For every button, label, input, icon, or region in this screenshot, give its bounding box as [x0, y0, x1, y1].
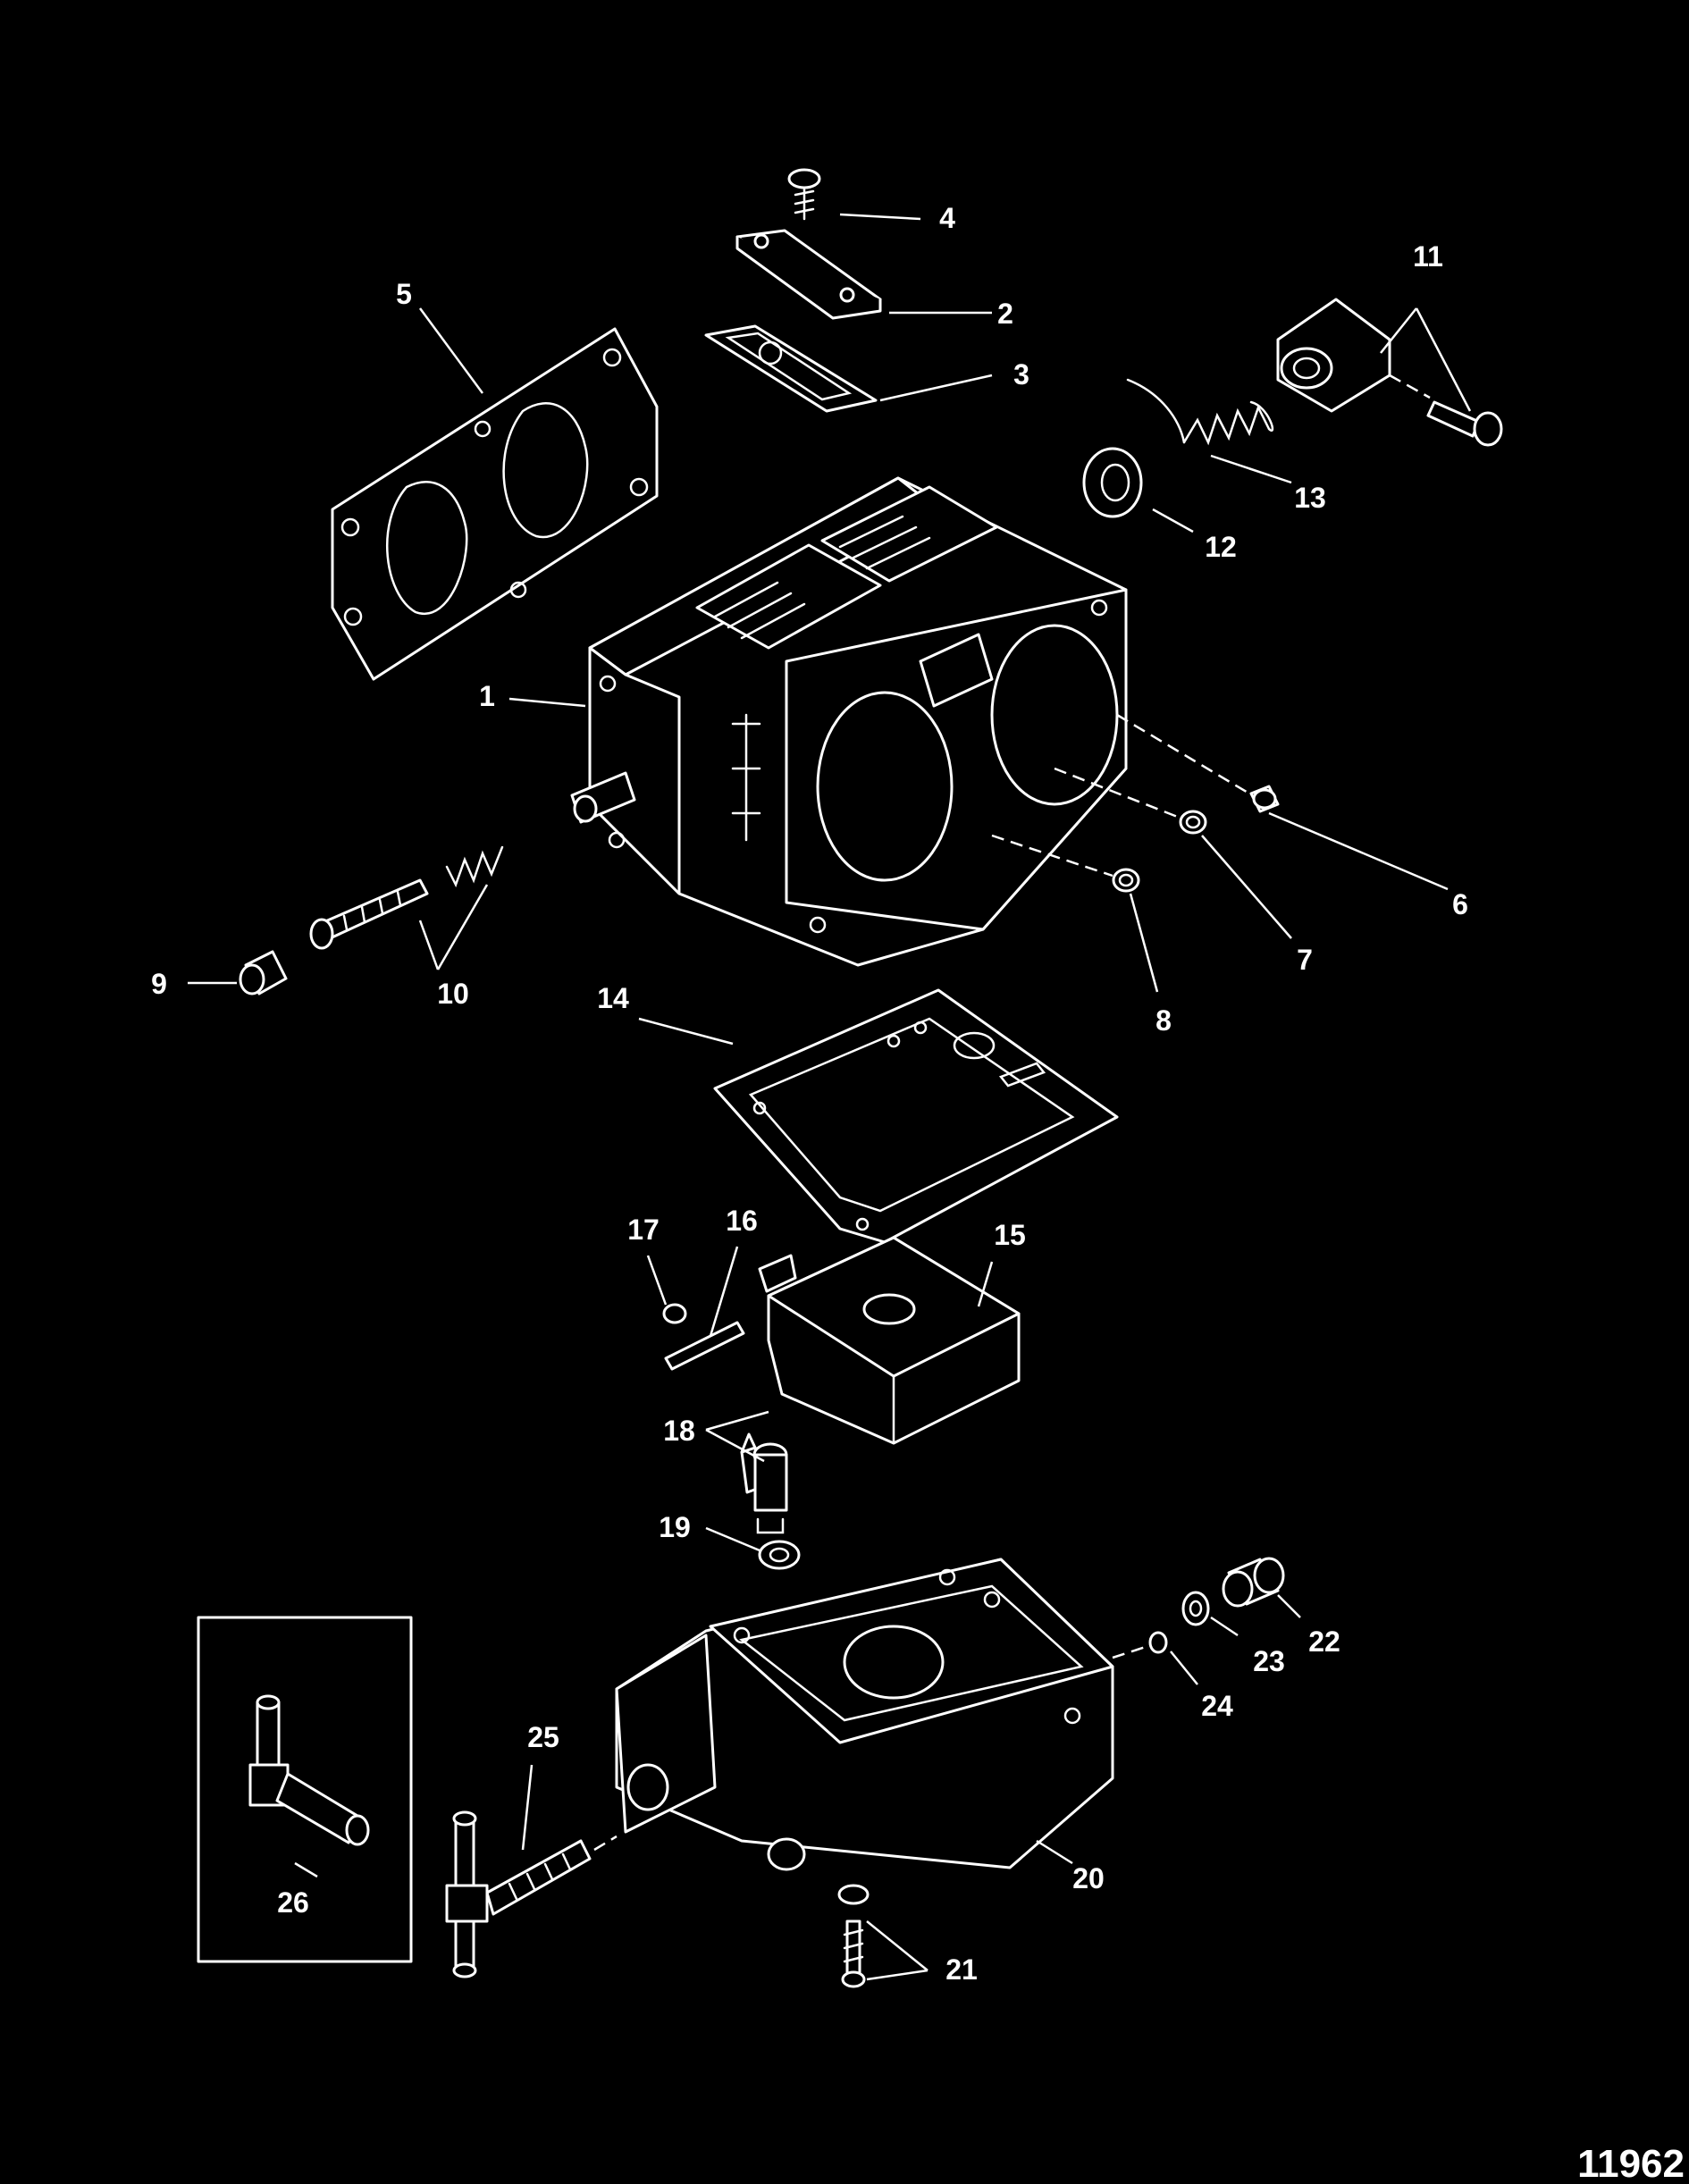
callout-16: 16 — [726, 1205, 758, 1237]
part-fuel-inlet-fitting — [445, 1810, 618, 1978]
part-carburetor-body — [570, 476, 1128, 967]
part-fuel-inlet-elbow — [248, 1694, 370, 1846]
part-jet-7 — [1179, 810, 1207, 835]
part-drain-plug — [1222, 1557, 1285, 1608]
part-bowl-gasket — [713, 988, 1119, 1244]
callout-22: 22 — [1308, 1625, 1340, 1658]
figure-id: 11962 — [1577, 2142, 1685, 2184]
part-idle-screw — [309, 845, 504, 950]
callout-11: 11 — [1413, 240, 1443, 273]
callout-21: 21 — [945, 1953, 978, 1986]
callout-13: 13 — [1294, 482, 1326, 514]
callout-6: 6 — [1452, 888, 1468, 920]
callout-15: 15 — [994, 1219, 1026, 1251]
part-spring — [1126, 378, 1274, 446]
part-screw-and-washer — [837, 1884, 870, 1988]
part-jet-8 — [1112, 868, 1140, 893]
part-adjusting-screw-cap — [239, 950, 288, 995]
part-cover-gasket — [704, 324, 878, 413]
callout-19: 19 — [659, 1511, 691, 1543]
callout-2: 2 — [997, 298, 1013, 330]
callout-9: 9 — [151, 968, 167, 1000]
leader-lines — [188, 213, 1472, 1981]
part-seal — [1082, 447, 1143, 518]
callout-1: 1 — [479, 680, 495, 712]
part-seat-gasket — [758, 1540, 801, 1570]
part-jet-6 — [1249, 785, 1280, 813]
part-cover-plate — [735, 229, 882, 320]
assembly-line-jets-6 — [1116, 713, 1250, 795]
part-float-bowl — [615, 1558, 1114, 1871]
callout-5: 5 — [396, 278, 412, 310]
part-throttle-fitting — [1276, 298, 1503, 447]
callout-12: 12 — [1205, 531, 1237, 563]
callout-labels: 1 2 3 4 5 6 7 8 9 10 11 12 13 14 15 16 1… — [151, 202, 1685, 2184]
callout-14: 14 — [597, 982, 629, 1014]
callout-25: 25 — [527, 1721, 559, 1753]
part-plug-washer — [1181, 1591, 1210, 1626]
part-float — [758, 1236, 1021, 1445]
callout-8: 8 — [1155, 1004, 1172, 1037]
callout-20: 20 — [1072, 1862, 1105, 1894]
callout-18: 18 — [663, 1415, 695, 1447]
part-float-pin — [664, 1321, 745, 1371]
callout-3: 3 — [1013, 358, 1029, 391]
callout-26: 26 — [277, 1886, 309, 1919]
callout-7: 7 — [1297, 944, 1313, 976]
callout-24: 24 — [1201, 1690, 1233, 1722]
callout-4: 4 — [939, 202, 955, 234]
part-pin-retainer — [662, 1303, 687, 1324]
callout-23: 23 — [1253, 1645, 1285, 1677]
part-mounting-gasket — [331, 327, 659, 681]
part-cover-screw — [787, 168, 821, 221]
assembly-line-jets-7 — [1054, 767, 1181, 819]
callout-17: 17 — [627, 1214, 660, 1246]
callout-10: 10 — [437, 978, 469, 1010]
part-needle-and-seat — [740, 1432, 788, 1534]
part-main-jet — [1112, 1631, 1168, 1659]
assembly-line-jets-8 — [991, 834, 1113, 878]
